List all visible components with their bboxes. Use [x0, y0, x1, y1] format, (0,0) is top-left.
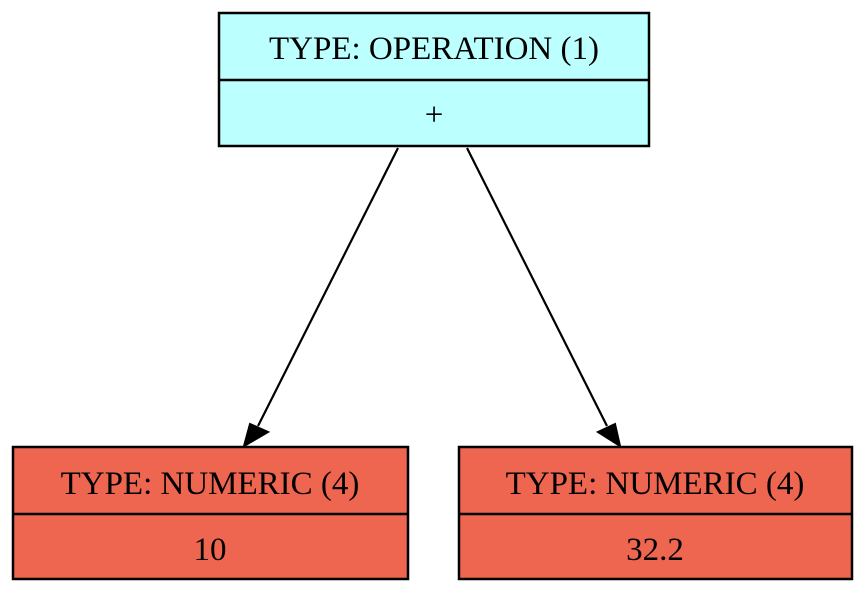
node-type-label: TYPE: OPERATION (1) — [269, 31, 599, 67]
edge-line — [257, 147, 399, 427]
node-type-label: TYPE: NUMERIC (4) — [506, 466, 805, 502]
arrowhead-icon — [242, 422, 271, 449]
node-operation[interactable]: TYPE: OPERATION (1) + — [217, 11, 651, 148]
node-value: 32.2 — [626, 532, 684, 568]
arrowhead-icon — [595, 422, 622, 449]
node-numeric-right[interactable]: TYPE: NUMERIC (4) 32.2 — [457, 445, 854, 581]
node-numeric-left[interactable]: TYPE: NUMERIC (4) 10 — [11, 445, 410, 581]
node-value: 10 — [194, 532, 227, 568]
node-type-label: TYPE: NUMERIC (4) — [61, 466, 360, 502]
node-value: + — [425, 97, 444, 133]
edge-op-to-right — [466, 147, 622, 449]
edge-op-to-left — [242, 147, 399, 449]
edge-line — [466, 147, 608, 427]
